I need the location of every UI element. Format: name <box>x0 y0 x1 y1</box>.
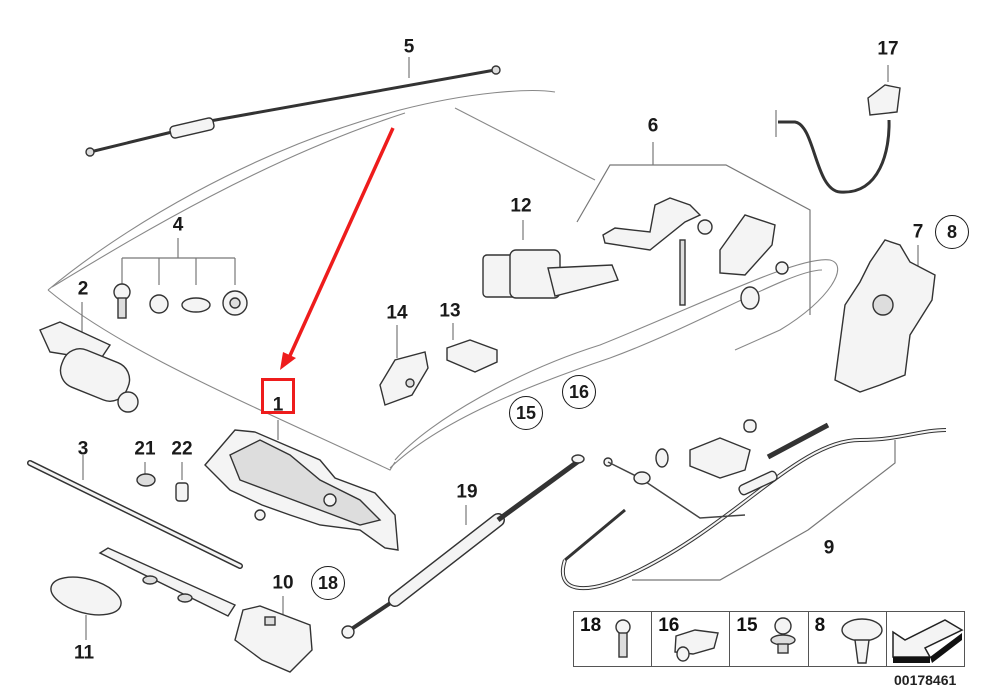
document-id: 00178461 <box>894 672 957 688</box>
part-14-block[interactable] <box>379 325 429 406</box>
callout-14[interactable]: 14 <box>386 302 408 324</box>
callout-13[interactable]: 13 <box>439 300 461 322</box>
callout-12[interactable]: 12 <box>510 195 532 217</box>
part-5-cable[interactable] <box>85 57 501 157</box>
part-support-strip[interactable] <box>98 547 237 617</box>
callout-2[interactable]: 2 <box>77 278 89 300</box>
part-11-cover-plate[interactable] <box>47 570 125 640</box>
part-10-bracket[interactable] <box>234 596 313 673</box>
legend-cell-8[interactable]: 8 <box>809 612 887 666</box>
highlight-arrow <box>280 127 395 370</box>
part-19-gas-strut[interactable] <box>341 454 585 639</box>
part-21-nut[interactable] <box>136 462 156 487</box>
callout-7[interactable]: 7 <box>912 221 924 243</box>
legend-icons <box>615 617 964 664</box>
part-7-hinge-plate[interactable] <box>834 239 936 393</box>
part-9-cable-assembly[interactable] <box>560 419 947 591</box>
legend-number: 16 <box>658 615 680 636</box>
arrow-icon <box>892 619 964 663</box>
ball-stud-icon <box>770 617 796 654</box>
legend-cell-18[interactable]: 18 <box>574 612 653 666</box>
callout-9[interactable]: 9 <box>823 537 835 559</box>
callout-10[interactable]: 10 <box>272 572 294 594</box>
callout-16[interactable]: 16 <box>562 375 596 409</box>
callout-4[interactable]: 4 <box>172 214 184 236</box>
screw-icon <box>615 619 631 658</box>
legend-number: 8 <box>814 615 826 636</box>
part-12-switch[interactable] <box>482 220 619 299</box>
legend-cell-15[interactable]: 15 <box>730 612 809 666</box>
bushing-icon <box>674 629 719 662</box>
callout-11[interactable]: 11 <box>73 642 95 664</box>
callout-15[interactable]: 15 <box>509 396 543 430</box>
callout-3[interactable]: 3 <box>77 438 89 460</box>
callout-5[interactable]: 5 <box>403 36 415 58</box>
callout-19[interactable]: 19 <box>456 481 478 503</box>
legend-cell-arrow[interactable] <box>887 612 964 666</box>
part-22-stud[interactable] <box>175 462 189 502</box>
callout-8[interactable]: 8 <box>935 215 969 249</box>
highlight-box <box>261 378 295 414</box>
part-1-main-bearing[interactable] <box>204 420 399 551</box>
legend-number: 18 <box>580 615 602 636</box>
callout-6[interactable]: 6 <box>647 115 659 137</box>
legend-cell-16[interactable]: 16 <box>652 612 731 666</box>
part-3-drive-rod[interactable] <box>27 455 243 569</box>
callout-18[interactable]: 18 <box>311 566 345 600</box>
part-4-fastener-set[interactable] <box>113 238 248 319</box>
part-2-motor[interactable] <box>39 302 139 413</box>
fastener-legend: 18 16 15 8 <box>573 611 965 667</box>
legend-number: 15 <box>736 615 758 636</box>
part-6-lever-set[interactable] <box>576 142 811 315</box>
part-17-sensor[interactable] <box>775 65 901 194</box>
callout-22[interactable]: 22 <box>171 438 193 460</box>
part-13-pad[interactable] <box>446 323 498 373</box>
callout-17[interactable]: 17 <box>877 38 899 60</box>
callout-1[interactable]: 1 <box>272 394 284 416</box>
clip-icon <box>841 618 883 664</box>
callout-21[interactable]: 21 <box>134 438 156 460</box>
body-outline <box>47 90 839 471</box>
